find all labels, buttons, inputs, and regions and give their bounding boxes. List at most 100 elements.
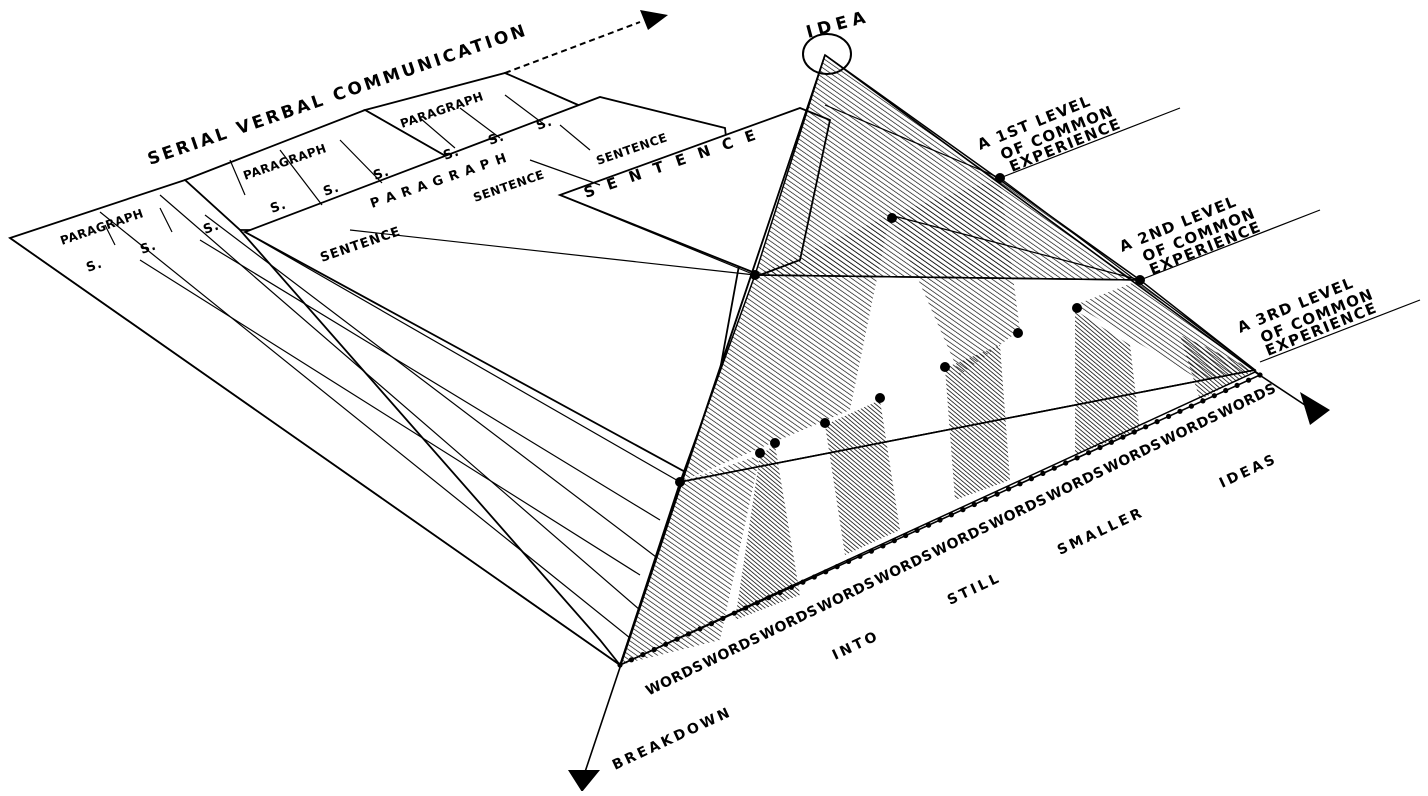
word-dot <box>1246 377 1252 383</box>
bottom-word-4: SMALLER <box>1055 504 1147 558</box>
word-dot <box>1223 387 1229 394</box>
word-dot <box>926 522 932 528</box>
words-label: WORDS <box>815 575 878 617</box>
bottom-word-3: STILL <box>945 570 1004 609</box>
s-label: S. <box>201 218 221 237</box>
word-dot <box>1211 393 1217 399</box>
word-dot <box>1086 450 1092 456</box>
word-dot <box>686 631 692 637</box>
word-dot <box>1028 476 1034 482</box>
words-label: WORDS <box>1216 380 1279 422</box>
word-dot <box>1234 382 1240 388</box>
word-dot <box>1131 429 1137 435</box>
level-3-shade-c <box>945 345 1010 500</box>
word-dot <box>1120 434 1126 440</box>
word-dot <box>754 600 760 606</box>
word-dot <box>1074 455 1080 461</box>
s-label: S. <box>138 238 158 257</box>
level-label-1: A 1ST LEVEL OF COMMON EXPERIENCE <box>975 92 1124 176</box>
word-dot <box>628 657 635 663</box>
word-dot <box>960 507 966 513</box>
bottom-word-2: INTO <box>830 628 882 664</box>
word-dot <box>994 491 1000 497</box>
s-label: S. <box>371 164 391 183</box>
level-3-shade-left <box>620 455 760 665</box>
words-label: WORDS <box>987 491 1050 533</box>
word-dot <box>640 652 646 658</box>
word-dot <box>983 496 989 502</box>
word-dot <box>708 621 715 627</box>
apex-label: IDEA <box>804 7 872 43</box>
level-2-shade-left <box>680 215 890 482</box>
word-dot <box>766 595 772 601</box>
word-dot <box>1188 403 1194 409</box>
word-dot <box>880 543 886 549</box>
s-label: S. <box>84 256 104 275</box>
word-dot <box>834 564 840 570</box>
word-dot <box>731 610 737 616</box>
word-dot <box>1063 460 1069 466</box>
word-dot <box>937 517 943 523</box>
level-3-shade-e <box>1180 335 1255 400</box>
level-3-shade-a <box>735 445 800 620</box>
level-underlines <box>999 107 1421 363</box>
word-dot <box>1006 486 1012 492</box>
word-dot <box>1154 419 1160 425</box>
words-label: WORDS <box>643 658 706 700</box>
word-dot <box>971 501 977 508</box>
level-label-3: A 3RD LEVEL OF COMMON EXPERIENCE <box>1235 273 1380 359</box>
word-dot <box>1051 465 1057 471</box>
word-dot <box>891 538 897 544</box>
idea-circle <box>802 33 852 75</box>
word-dot <box>1097 444 1103 451</box>
bottom-word-1: BREAKDOWN <box>610 704 735 774</box>
word-dot <box>743 605 749 611</box>
level-3-shade-d <box>1075 310 1140 455</box>
right-arrow-head <box>1300 392 1330 425</box>
word-dot <box>651 646 657 653</box>
bottom-word-5: IDEAS <box>1217 451 1280 492</box>
axis-arrows <box>504 10 1330 792</box>
word-dot <box>1143 424 1149 430</box>
word-dot <box>663 641 669 647</box>
word-dot <box>1017 481 1023 487</box>
words-label: WORDS <box>930 519 993 561</box>
s-label: S. <box>268 197 288 216</box>
plane-edges <box>9 194 661 666</box>
word-dot <box>1177 408 1183 414</box>
word-dots <box>617 372 1263 668</box>
word-dot <box>720 615 726 622</box>
connector-lines <box>139 194 756 576</box>
s-label: S. <box>534 114 554 133</box>
word-dot <box>846 558 852 565</box>
word-dot <box>903 532 909 539</box>
word-dot <box>823 569 829 575</box>
s-label: S. <box>486 129 506 148</box>
words-label: WORDS <box>872 547 935 589</box>
word-dot <box>1166 413 1172 419</box>
word-dot <box>788 584 795 590</box>
word-dot <box>1108 439 1114 445</box>
level-label-2: A 2ND LEVEL OF COMMON EXPERIENCE <box>1117 192 1264 279</box>
plane-dividers <box>104 94 601 246</box>
word-dot <box>868 548 875 554</box>
word-dot <box>697 626 703 632</box>
word-dot <box>777 589 783 596</box>
word-dot <box>800 579 806 585</box>
s-label: S. <box>441 144 461 163</box>
words-label: WORDS <box>758 602 821 644</box>
level-2-shade-mid <box>890 178 1020 375</box>
word-dot <box>674 636 680 642</box>
level-3-shade-b <box>825 400 900 555</box>
word-dot <box>1200 398 1206 404</box>
down-arrow-head <box>568 770 600 792</box>
word-dot <box>811 574 817 580</box>
s-label: S. <box>321 180 341 199</box>
word-dot <box>857 553 863 559</box>
word-dot <box>948 512 955 518</box>
word-dot <box>914 527 920 534</box>
communication-arrow-head <box>640 10 668 30</box>
word-dot <box>1040 470 1046 476</box>
